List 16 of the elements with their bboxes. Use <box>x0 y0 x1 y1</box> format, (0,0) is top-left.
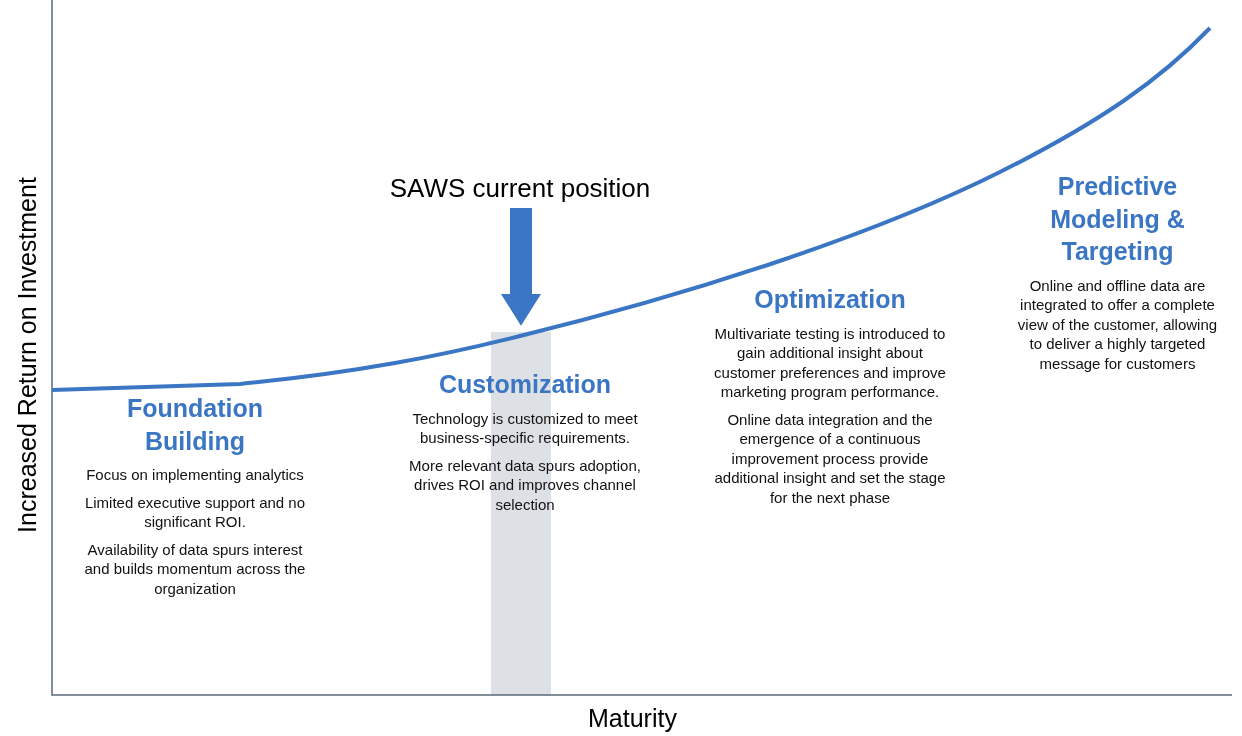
stage-description: Focus on implementing analytics <box>85 465 305 485</box>
stage-description: Technology is customized to meet business-specific requirements. <box>411 408 639 448</box>
stage-description: More relevant data spurs adoption, drives ROI and improves channel selection <box>408 455 642 514</box>
stage-heading: Predictive Modeling & Targeting <box>1049 171 1186 267</box>
stage-description: Availability of data spurs interest and builds momentum across the organization <box>83 539 307 598</box>
stage-heading: Customization <box>437 369 613 400</box>
stage-heading: Optimization <box>753 284 907 315</box>
stage-description: Multivariate testing is introduced to gain additional insight about customer preferences and improve marketing program performance. <box>713 323 947 402</box>
stage-description: Limited executive support and no significant ROI. <box>83 492 307 532</box>
arrow <box>501 208 541 326</box>
position-label: SAWS current position <box>330 168 710 208</box>
stage-heading: Foundation Building <box>125 393 265 457</box>
axis-title: Increased Return on Investment <box>12 177 42 533</box>
stage-description: Online and offline data are integrated to offer a complete view of the customer, allowing to deliver a highly targeted message for customers <box>1016 275 1219 373</box>
axis-title: Maturity <box>588 704 677 733</box>
stage-description: Online data integration and the emergence of a continuous improvement process provide additional insight and set the stage for the next phase <box>713 409 947 507</box>
